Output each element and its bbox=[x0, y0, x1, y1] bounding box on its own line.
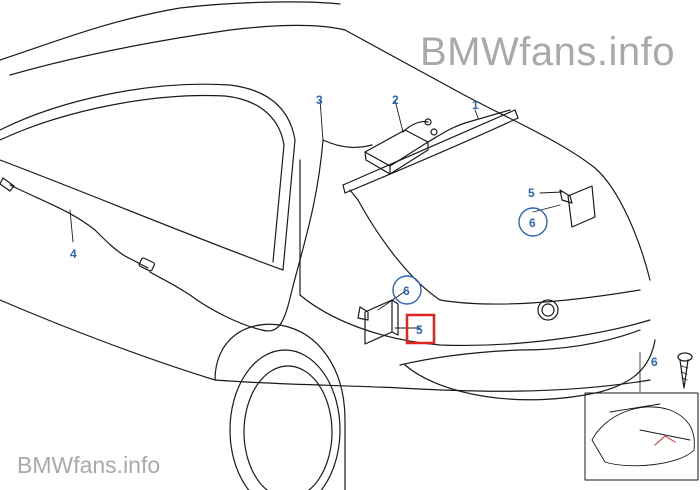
highlight-box bbox=[405, 313, 436, 345]
amp-lead bbox=[402, 109, 511, 143]
car-roof-outline bbox=[0, 1, 341, 61]
amplifier-box bbox=[364, 129, 429, 167]
callout-5b: 5 bbox=[416, 323, 423, 337]
callout-1: 1 bbox=[472, 98, 479, 112]
callout-6b: 6 bbox=[403, 284, 410, 298]
rear-window-lower bbox=[357, 199, 641, 305]
inset-frame bbox=[584, 392, 699, 481]
callout-6c: 6 bbox=[651, 355, 658, 369]
sensor-right bbox=[567, 185, 596, 228]
bumper bbox=[214, 379, 651, 392]
car-roofline bbox=[9, 24, 346, 76]
callout-circle-6a bbox=[518, 207, 548, 237]
car-side-window bbox=[0, 83, 296, 271]
cable-plug-end bbox=[0, 177, 15, 192]
callout-6a: 6 bbox=[529, 216, 536, 230]
callout-circle-6b bbox=[392, 275, 422, 305]
rear-wheel bbox=[229, 349, 341, 490]
body-lower bbox=[0, 299, 216, 381]
spoiler-bar bbox=[342, 109, 516, 186]
spoiler-bar-2 bbox=[344, 117, 519, 194]
rear-window-frame bbox=[344, 29, 651, 281]
watermark-top: BMWfans.info bbox=[420, 30, 675, 74]
callout-5a: 5 bbox=[528, 186, 535, 200]
wheel-arch bbox=[214, 323, 346, 490]
rear-lamp bbox=[399, 329, 641, 366]
bumper-lower bbox=[404, 339, 656, 401]
car-side-window-inner bbox=[0, 94, 285, 263]
antenna-cable bbox=[149, 139, 324, 332]
callout-4: 4 bbox=[70, 247, 77, 261]
rear-emblem bbox=[537, 299, 559, 321]
watermark-bottom: BMWfans.info bbox=[17, 452, 161, 478]
cable-connector bbox=[138, 257, 155, 272]
rear-window-left bbox=[349, 189, 359, 201]
car-thumbnail-icon bbox=[591, 403, 695, 467]
tailgate bbox=[299, 159, 651, 346]
sensor-left bbox=[364, 299, 393, 345]
callout-2: 2 bbox=[392, 93, 399, 107]
screw-icon bbox=[677, 352, 693, 389]
callout-3: 3 bbox=[316, 93, 323, 107]
cable-4 bbox=[9, 184, 126, 257]
